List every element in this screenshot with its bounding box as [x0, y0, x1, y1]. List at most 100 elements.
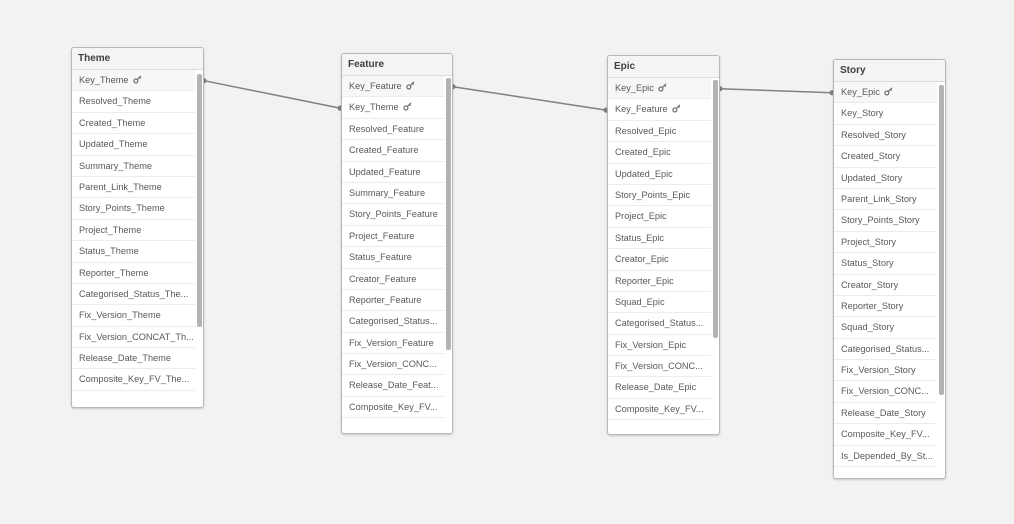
- field-row[interactable]: Composite_Key_FV...: [608, 399, 711, 421]
- field-row[interactable]: Resolved_Epic: [608, 121, 711, 143]
- field-name: Created_Theme: [79, 117, 146, 128]
- field-row[interactable]: Key_Theme: [342, 97, 444, 119]
- field-row[interactable]: Creator_Feature: [342, 269, 444, 290]
- field-row[interactable]: Summary_Theme: [72, 156, 195, 177]
- field-row[interactable]: Updated_Feature: [342, 162, 444, 183]
- field-row[interactable]: Key_Feature: [608, 99, 711, 121]
- field-row[interactable]: Release_Date_Epic: [608, 377, 711, 399]
- field-row[interactable]: Key_Story: [834, 103, 937, 125]
- field-row[interactable]: Key_Theme: [72, 70, 195, 92]
- field-row[interactable]: Resolved_Theme: [72, 91, 195, 113]
- field-name: Key_Feature: [349, 81, 402, 91]
- field-name: Summary_Theme: [79, 160, 153, 171]
- field-row[interactable]: Creator_Story: [834, 275, 937, 296]
- field-row[interactable]: Project_Feature: [342, 226, 444, 248]
- field-row[interactable]: Squad_Story: [834, 317, 937, 339]
- field-row[interactable]: Composite_Key_FV_The...: [72, 369, 195, 391]
- field-row[interactable]: Summary_Feature: [342, 183, 444, 205]
- field-name: Updated_Feature: [349, 166, 421, 177]
- field-name: Release_Date_Theme: [79, 353, 171, 364]
- key-icon: [884, 87, 893, 96]
- field-name: Creator_Epic: [615, 254, 669, 265]
- field-name: Squad_Epic: [615, 296, 665, 307]
- field-row[interactable]: Fix_Version_CONCAT_Th...: [72, 327, 195, 349]
- table-title[interactable]: Theme: [72, 48, 203, 70]
- field-row[interactable]: Resolved_Story: [834, 125, 937, 147]
- field-row[interactable]: Release_Date_Story: [834, 403, 937, 425]
- field-row[interactable]: Created_Story: [834, 146, 937, 168]
- field-row[interactable]: Categorised_Status...: [342, 311, 444, 333]
- field-name: Status_Feature: [349, 252, 412, 263]
- field-row[interactable]: Composite_Key_FV...: [342, 397, 444, 419]
- field-row[interactable]: Categorised_Status...: [834, 339, 937, 361]
- scrollbar-thumb[interactable]: [446, 78, 451, 350]
- scrollbar-thumb[interactable]: [197, 74, 202, 327]
- field-row[interactable]: Story_Points_Theme: [72, 198, 195, 220]
- field-row[interactable]: Creator_Epic: [608, 249, 711, 271]
- field-row[interactable]: Key_Epic: [608, 78, 711, 100]
- scrollbar-thumb[interactable]: [713, 80, 718, 338]
- table-title[interactable]: Feature: [342, 54, 452, 76]
- field-row[interactable]: Parent_Link_Theme: [72, 177, 195, 199]
- association-line[interactable]: [452, 85, 607, 111]
- field-row[interactable]: Reporter_Story: [834, 296, 937, 318]
- field-name: Project_Epic: [615, 211, 667, 222]
- field-row[interactable]: Composite_Key_FV...: [834, 424, 937, 446]
- field-row[interactable]: Resolved_Feature: [342, 119, 444, 141]
- field-row[interactable]: Fix_Version_CONC...: [342, 354, 444, 376]
- field-row[interactable]: Project_Story: [834, 232, 937, 254]
- field-row[interactable]: Fix_Version_Story: [834, 360, 937, 382]
- field-name: Is_Depended_By_St...: [841, 450, 933, 461]
- field-row[interactable]: Status_Epic: [608, 228, 711, 250]
- field-row[interactable]: Project_Theme: [72, 220, 195, 242]
- field-row[interactable]: Categorised_Status...: [608, 313, 711, 335]
- field-row[interactable]: Created_Epic: [608, 142, 711, 164]
- field-row[interactable]: Release_Date_Feat...: [342, 375, 444, 397]
- field-row[interactable]: Story_Points_Feature: [342, 204, 444, 226]
- field-row[interactable]: Categorised_Status_The...: [72, 284, 195, 306]
- field-row[interactable]: Status_Story: [834, 253, 937, 275]
- field-row[interactable]: Fix_Version_Feature: [342, 333, 444, 355]
- association-line[interactable]: [203, 79, 341, 109]
- field-name: Release_Date_Epic: [615, 382, 697, 393]
- field-row[interactable]: Status_Feature: [342, 247, 444, 269]
- field-row[interactable]: Created_Feature: [342, 140, 444, 162]
- field-row[interactable]: Updated_Story: [834, 168, 937, 189]
- field-row[interactable]: Story_Points_Epic: [608, 185, 711, 207]
- field-row[interactable]: Reporter_Epic: [608, 271, 711, 292]
- table-title[interactable]: Story: [834, 60, 945, 82]
- field-row[interactable]: Updated_Theme: [72, 134, 195, 156]
- field-name: Release_Date_Story: [841, 407, 926, 418]
- field-name: Updated_Theme: [79, 139, 148, 150]
- field-row[interactable]: Key_Epic: [834, 82, 937, 104]
- field-row[interactable]: Parent_Link_Story: [834, 189, 937, 211]
- field-name: Project_Story: [841, 236, 897, 247]
- field-row[interactable]: Reporter_Feature: [342, 290, 444, 312]
- field-row[interactable]: Reporter_Theme: [72, 263, 195, 284]
- key-icon: [402, 102, 412, 111]
- field-row[interactable]: Project_Epic: [608, 206, 711, 228]
- field-row[interactable]: Squad_Epic: [608, 292, 711, 314]
- table-title[interactable]: Epic: [608, 56, 719, 78]
- field-row[interactable]: Release_Date_Theme: [72, 348, 195, 370]
- field-row[interactable]: Key_Feature: [342, 76, 444, 98]
- field-name: Parent_Link_Story: [841, 193, 917, 204]
- field-row[interactable]: Created_Theme: [72, 113, 195, 135]
- field-row[interactable]: Fix_Version_Theme: [72, 305, 195, 327]
- field-name: Summary_Feature: [349, 187, 426, 198]
- field-row[interactable]: Fix_Version_Epic: [608, 335, 711, 357]
- scrollbar-thumb[interactable]: [939, 85, 944, 395]
- field-name: Composite_Key_FV...: [841, 429, 930, 440]
- field-row[interactable]: Fix_Version_CONC...: [608, 356, 711, 378]
- field-row[interactable]: Updated_Epic: [608, 164, 711, 185]
- field-row[interactable]: Story_Points_Story: [834, 210, 937, 232]
- association-line[interactable]: [719, 87, 833, 94]
- field-row[interactable]: Is_Depended_By_St...: [834, 446, 937, 468]
- field-row[interactable]: Fix_Version_CONC...: [834, 381, 937, 403]
- field-row[interactable]: Status_Theme: [72, 241, 195, 263]
- field-name: Fix_Version_CONCAT_Th...: [79, 331, 194, 342]
